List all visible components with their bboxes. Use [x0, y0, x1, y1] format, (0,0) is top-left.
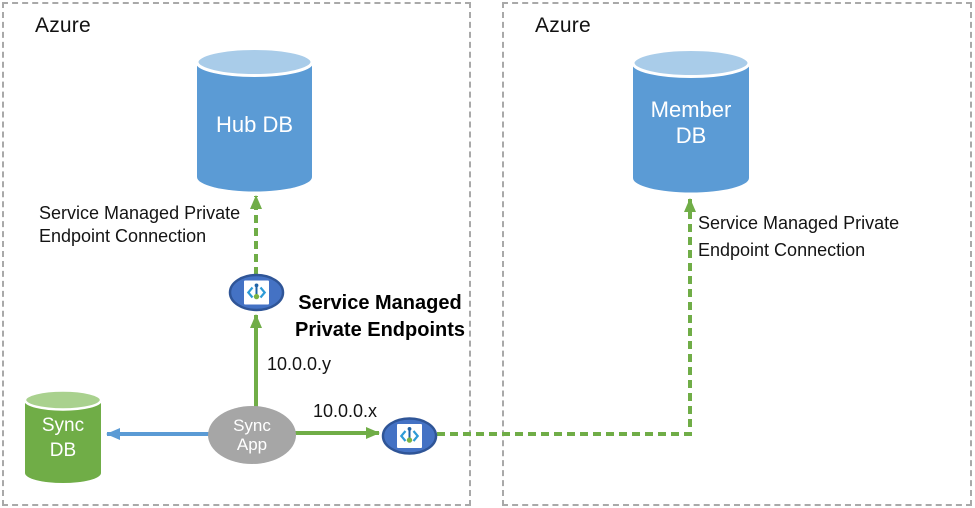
pin-head — [407, 427, 412, 431]
hub-connection-label-line1: Service Managed Private — [39, 203, 241, 223]
chevron-left-icon — [399, 430, 407, 442]
cylinder-top — [195, 47, 314, 77]
pin-head — [254, 283, 259, 288]
pin-dot — [406, 437, 413, 443]
pin-dot — [253, 293, 260, 300]
hub-connection-label-line2: Endpoint Connection — [39, 226, 207, 246]
private-endpoints-title: Service Managed Private Endpoints — [285, 290, 475, 344]
sync-app-label-line1: Sync — [233, 416, 271, 435]
sync-db-label: Sync DB — [24, 396, 102, 480]
sync-db-cylinder-shape — [23, 389, 103, 483]
member-db-cylinder — [631, 48, 751, 199]
cylinder-body — [197, 62, 312, 192]
ip-label-y: 10.0.0.y — [267, 354, 332, 374]
ip-label-x: 10.0.0.x — [313, 401, 378, 421]
private-endpoint-hub — [228, 273, 285, 317]
cylinder-top — [631, 48, 751, 78]
azure-region-left-label: Azure — [35, 14, 91, 37]
private-endpoint-icon — [381, 417, 438, 455]
chevron-right-icon — [259, 286, 267, 299]
member-connection-label-line2: Endpoint Connection — [698, 240, 866, 260]
cylinder-body — [25, 400, 101, 483]
member-db-cylinder-shape — [631, 48, 751, 193]
azure-region-right: Azure — [502, 2, 972, 506]
sync-app-label-line2: App — [236, 435, 268, 454]
sync-db-cylinder — [23, 389, 103, 490]
azure-region-right-label: Azure — [535, 14, 591, 37]
member-connection-label: Service Managed Private Endpoint Connect… — [698, 210, 899, 264]
hub-db-cylinder-shape — [195, 47, 314, 192]
cylinder-top — [23, 389, 103, 411]
sync-db-label-line2: DB — [49, 440, 77, 461]
cylinder-body — [633, 63, 749, 193]
endpoint-icon-glyph — [246, 283, 267, 300]
hub-connection-label: Service Managed Private Endpoint Connect… — [39, 202, 240, 248]
member-connection-label-line1: Service Managed Private — [698, 213, 900, 233]
private-endpoints-title-line1: Service Managed — [298, 292, 462, 314]
chevron-left-icon — [246, 286, 254, 299]
sync-db-label-line1: Sync — [41, 415, 85, 436]
hub-db-cylinder — [195, 47, 314, 198]
hub-db-label-text: Hub DB — [215, 112, 294, 137]
sync-app-ellipse: Sync App — [208, 406, 296, 464]
chevron-right-icon — [412, 430, 420, 442]
private-endpoints-title-line2: Private Endpoints — [294, 319, 466, 341]
hub-db-label: Hub DB — [196, 62, 313, 188]
member-db-label-line1: Member — [650, 97, 732, 122]
member-db-label: Member DB — [632, 68, 750, 178]
private-endpoint-icon — [228, 273, 285, 312]
endpoint-icon-glyph — [399, 427, 420, 443]
member-db-label-line2: DB — [675, 123, 707, 148]
arrow-member-endpoint-connection — [437, 198, 696, 436]
private-endpoint-member — [381, 417, 438, 460]
azure-region-left: Azure — [2, 2, 471, 506]
